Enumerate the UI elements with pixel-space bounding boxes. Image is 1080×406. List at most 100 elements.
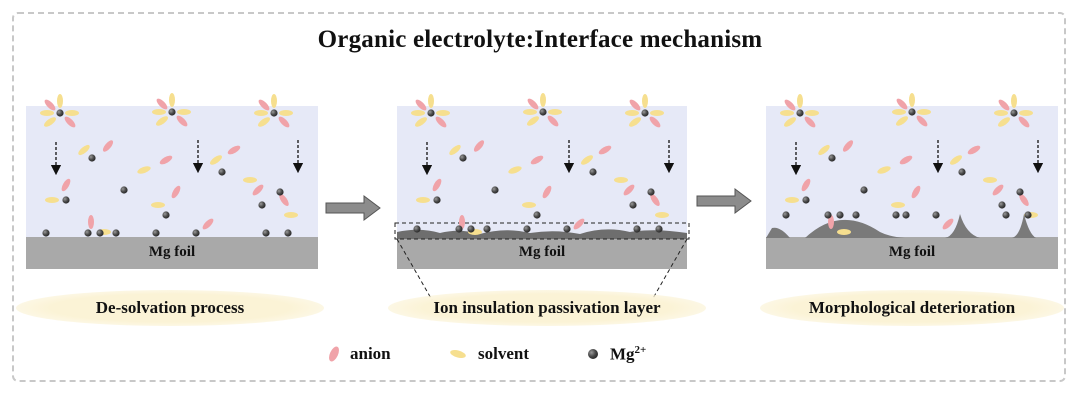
solvent-molecule	[650, 110, 664, 116]
anion-molecule	[279, 194, 289, 206]
anion-molecule	[896, 98, 908, 110]
anion-molecule	[88, 215, 94, 229]
anion-molecule	[473, 140, 485, 152]
mg-foil-label-1: Mg foil	[148, 244, 196, 260]
mg-ion	[633, 225, 641, 233]
solvent-molecule	[629, 117, 641, 127]
anion-molecule	[61, 178, 71, 192]
solvent-icon	[450, 350, 466, 358]
solvent-molecule	[436, 110, 450, 116]
mg-ion	[852, 211, 860, 219]
solvent-molecule	[655, 212, 669, 218]
solvent-molecule	[243, 177, 257, 183]
solvent-molecule	[508, 166, 522, 174]
mg-ion	[84, 229, 92, 237]
solvent-molecule	[642, 94, 648, 108]
mg-ion	[892, 211, 900, 219]
solvent-molecule	[449, 144, 461, 156]
solvent-molecule	[527, 116, 539, 126]
process-arrow-2	[696, 188, 752, 214]
solvent-molecule	[78, 144, 90, 156]
solvent-molecule	[983, 177, 997, 183]
anion-molecule	[415, 99, 427, 111]
panel-3	[766, 93, 1058, 269]
anion-molecule	[967, 145, 981, 155]
legend-anion-label: anion	[350, 344, 391, 363]
mg-ion	[647, 188, 655, 196]
anion-molecule	[784, 99, 796, 111]
solvent-molecule	[210, 155, 222, 165]
anion-molecule	[176, 115, 188, 127]
legend-mg-label: Mg2+	[610, 344, 647, 364]
anion-molecule	[435, 116, 447, 128]
solvent-molecule	[581, 155, 593, 165]
mg-ion	[120, 186, 128, 194]
solvent-molecule	[411, 110, 425, 116]
solvent-molecule	[57, 94, 63, 108]
solvent-molecule	[279, 110, 293, 116]
anion-molecule	[202, 218, 214, 230]
mg-ion	[112, 229, 120, 237]
mg-ion	[258, 201, 266, 209]
mg-ion	[467, 225, 475, 233]
solvent-molecule	[40, 110, 54, 116]
anion-molecule	[649, 116, 661, 128]
solvent-molecule	[156, 116, 168, 126]
solvent-molecule	[169, 93, 175, 107]
solvent-molecule	[780, 110, 794, 116]
solvent-molecule	[998, 117, 1010, 127]
solvent-molecule	[785, 197, 799, 203]
mg-ion	[433, 196, 441, 204]
mg-ion	[270, 109, 278, 117]
mg-ion	[1024, 211, 1032, 219]
mg-ion	[641, 109, 649, 117]
mg-ion	[1002, 211, 1010, 219]
mg-ion	[958, 168, 966, 176]
anion-molecule	[156, 98, 168, 110]
solvent-molecule	[1011, 94, 1017, 108]
mg-ion	[56, 109, 64, 117]
anion-molecule	[1019, 194, 1029, 206]
anion-molecule	[623, 184, 635, 196]
anion-molecule	[842, 140, 854, 152]
mg-ion	[533, 211, 541, 219]
mg-ion	[88, 154, 96, 162]
solvent-molecule	[137, 166, 151, 174]
mg-ion	[836, 211, 844, 219]
solvent-molecule	[177, 109, 191, 115]
solvent-molecule	[271, 94, 277, 108]
mg-ion	[96, 229, 104, 237]
solvent-molecule	[152, 109, 166, 115]
solvent-molecule	[818, 144, 830, 156]
anion-molecule	[432, 178, 442, 192]
solvent-molecule	[415, 117, 427, 127]
solvent-molecule	[784, 117, 796, 127]
solvent-molecule	[891, 202, 905, 208]
mg-ion	[828, 154, 836, 162]
anion-molecule	[1018, 116, 1030, 128]
solvent-molecule	[837, 229, 851, 235]
mg-ion	[563, 225, 571, 233]
solvent-molecule	[258, 117, 270, 127]
solvent-molecule	[523, 109, 537, 115]
mg-foil-3	[766, 237, 1058, 269]
anion-molecule	[629, 99, 641, 111]
solvent-molecule	[151, 202, 165, 208]
anion-molecule	[598, 145, 612, 155]
particles-panel-3	[780, 93, 1044, 235]
diagram-title: Organic electrolyte:Interface mechanism	[317, 26, 763, 53]
particles-panel-1	[40, 93, 304, 237]
mg-ion	[902, 211, 910, 219]
solvent-molecule	[994, 110, 1008, 116]
solvent-molecule	[428, 94, 434, 108]
anion-molecule	[992, 184, 1004, 196]
mg-ion	[427, 109, 435, 117]
anion-molecule	[942, 218, 954, 230]
solvent-molecule	[797, 94, 803, 108]
anion-molecule	[828, 215, 834, 229]
legend-solvent: solvent	[448, 344, 529, 364]
anion-molecule	[911, 185, 921, 199]
mg-ion	[655, 225, 663, 233]
mg-foil-label-2: Mg foil	[518, 244, 566, 260]
mg-foil-1	[26, 237, 318, 269]
